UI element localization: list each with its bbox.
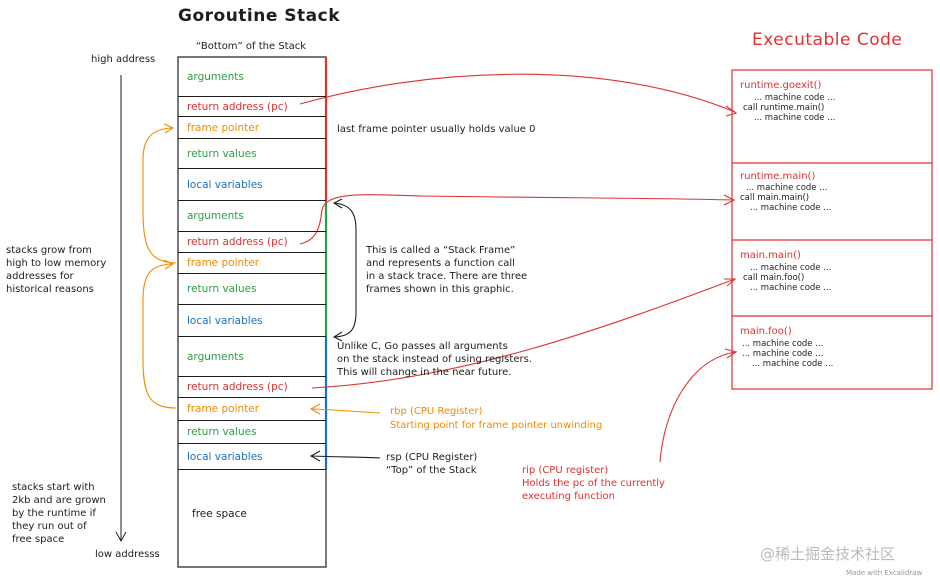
stack-cell-label: local variables	[187, 314, 263, 327]
rsp-arrow	[311, 455, 381, 459]
rip-arrow	[659, 351, 736, 463]
stack-cell-label: return address (pc)	[187, 381, 288, 393]
stack-frame-note: This is called a “Stack Frame”and repres…	[366, 245, 528, 295]
code-block-main-foo: main.foo() ... machine code ... ... mach…	[740, 326, 834, 369]
stack-title: Goroutine Stack	[178, 6, 341, 26]
stack-cell-label: local variables	[187, 178, 263, 191]
code-block-goexit: runtime.goexit() ... machine code ... ca…	[740, 80, 836, 123]
low-address-label: low addresss	[95, 549, 160, 560]
stack-cell-label: free space	[192, 507, 247, 520]
code-box	[731, 69, 933, 390]
ret-arrow-3	[311, 278, 736, 389]
ret-arrow-1	[299, 73, 736, 113]
last-fp-note: last frame pointer usually holds value 0	[337, 124, 536, 135]
stack-cell: return address (pc)	[178, 377, 326, 398]
stack-cell-label: return address (pc)	[187, 100, 288, 113]
code-block-runtime-main: runtime.main() ... machine code ... call…	[740, 171, 832, 213]
stack-cell-label: return values	[187, 426, 257, 438]
stack-cell-label: return values	[187, 283, 257, 295]
stack-cell: return address (pc)	[178, 232, 326, 253]
high-address-label: high address	[91, 54, 156, 65]
stack-cell: return values	[178, 274, 326, 305]
stack-cell-label: frame pointer	[187, 121, 260, 134]
stack-cell-label: frame pointer	[187, 403, 260, 415]
stack-cell: arguments	[178, 201, 326, 232]
stack-cell: frame pointer	[178, 117, 326, 139]
stack-cell-label: frame pointer	[187, 257, 260, 269]
stack-cell: local variables	[178, 169, 326, 201]
stack-cell-label: arguments	[187, 350, 244, 363]
bottom-of-stack-label: “Bottom” of the Stack	[196, 41, 307, 52]
watermark: @稀土掘金技术社区	[760, 545, 896, 563]
rip-note: rip (CPU register)Holds the pc of the cu…	[522, 465, 665, 502]
stack-cell: local variables	[178, 305, 326, 337]
stack-cell: local variables	[178, 444, 326, 470]
frame-bracket	[334, 202, 357, 338]
stack-cell: arguments	[178, 337, 326, 377]
fp-chain-1	[142, 127, 177, 264]
stack-cell: return address (pc)	[178, 97, 326, 117]
stack-cell: return values	[178, 139, 326, 169]
stack-cell: free space	[178, 470, 326, 567]
fp-chain-2	[142, 263, 177, 409]
rbp-note: rbp (CPU Register)Starting point for fra…	[390, 406, 603, 431]
footer-credit: Made with Excalidraw	[846, 569, 923, 577]
stack-cell-label: return values	[187, 147, 257, 160]
stack-cell: frame pointer	[178, 398, 326, 421]
rbp-arrow	[311, 408, 381, 414]
stack-cell: arguments	[178, 57, 326, 97]
ret-arrow-2	[299, 194, 734, 245]
stack-cell-label: arguments	[187, 210, 244, 222]
code-block-main-main: main.main() ... machine code ... call ma…	[740, 250, 832, 293]
rsp-note: rsp (CPU Register)“Top” of the Stack	[386, 452, 478, 476]
stack-cell-label: return address (pc)	[187, 236, 288, 248]
code-title: Executable Code	[752, 30, 903, 50]
stack-cell: return values	[178, 421, 326, 444]
stack-cell: frame pointer	[178, 253, 326, 274]
stack-cell-label: local variables	[187, 450, 263, 463]
stack-cell-label: arguments	[187, 70, 244, 83]
